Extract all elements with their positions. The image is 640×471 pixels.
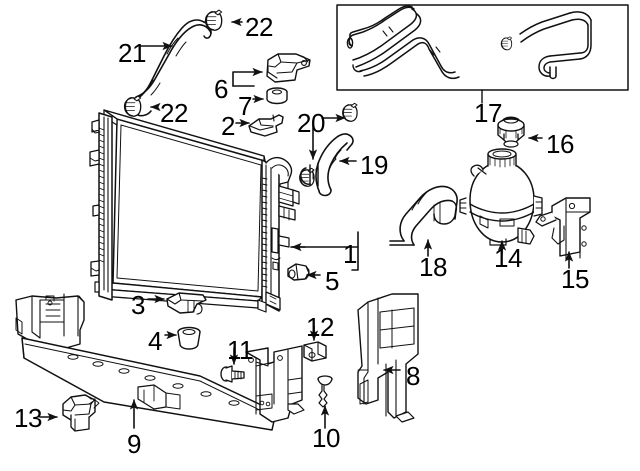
callout-14[interactable]: 14	[494, 243, 522, 273]
callout-1[interactable]: 1	[343, 239, 357, 269]
callout-22-upper[interactable]: 22	[245, 12, 273, 42]
callout-10[interactable]: 10	[312, 423, 340, 453]
part-1-radiator	[89, 109, 300, 313]
lower-centre-bracket	[245, 345, 305, 423]
callout-6[interactable]: 6	[214, 74, 228, 104]
callout-22-lower[interactable]: 22	[160, 98, 188, 128]
callout-9[interactable]: 9	[127, 429, 141, 459]
callout-2[interactable]: 2	[221, 111, 235, 141]
callout-7[interactable]: 7	[238, 91, 252, 121]
part-8-side-baffle	[357, 293, 419, 423]
part-3-lower-mount	[166, 292, 207, 315]
part-22-clamp-lower	[123, 95, 142, 117]
callout-3[interactable]: 3	[131, 290, 145, 320]
callout-8[interactable]: 8	[406, 361, 420, 391]
callout-16[interactable]: 16	[546, 129, 574, 159]
part-13-park-sensor	[62, 394, 100, 432]
part-7-bushing	[266, 87, 288, 105]
callout-13[interactable]: 13	[14, 403, 42, 433]
part-5-draincock	[287, 263, 310, 281]
part-4-grommet	[177, 326, 201, 350]
callout-20[interactable]: 20	[297, 108, 325, 138]
callout-12[interactable]: 12	[306, 312, 334, 342]
part-14-reservoir	[459, 148, 543, 246]
part-2-bracket	[248, 114, 284, 137]
part-12-clip	[303, 341, 327, 362]
part-16-cap	[497, 116, 525, 148]
callout-21[interactable]: 21	[118, 38, 146, 68]
part-22-clamp-upper	[204, 9, 223, 31]
callout-4[interactable]: 4	[148, 326, 162, 356]
callout-19[interactable]: 19	[360, 150, 388, 180]
part-11-bolt	[220, 365, 245, 383]
part-19-inlet-hose	[300, 133, 354, 197]
part-9-lower-deflector	[15, 293, 277, 431]
callout-5[interactable]: 5	[325, 266, 339, 296]
callout-11[interactable]: 11	[227, 335, 254, 365]
part-6-bracket	[266, 53, 311, 83]
part-10-push-pin	[317, 375, 333, 408]
part-18-lower-hose	[389, 185, 458, 246]
callout-17[interactable]: 17	[474, 98, 502, 128]
part-15-bracket	[535, 197, 591, 261]
group-box-17	[336, 4, 629, 104]
callout-15[interactable]: 15	[561, 264, 589, 294]
callout-18[interactable]: 18	[419, 252, 447, 282]
